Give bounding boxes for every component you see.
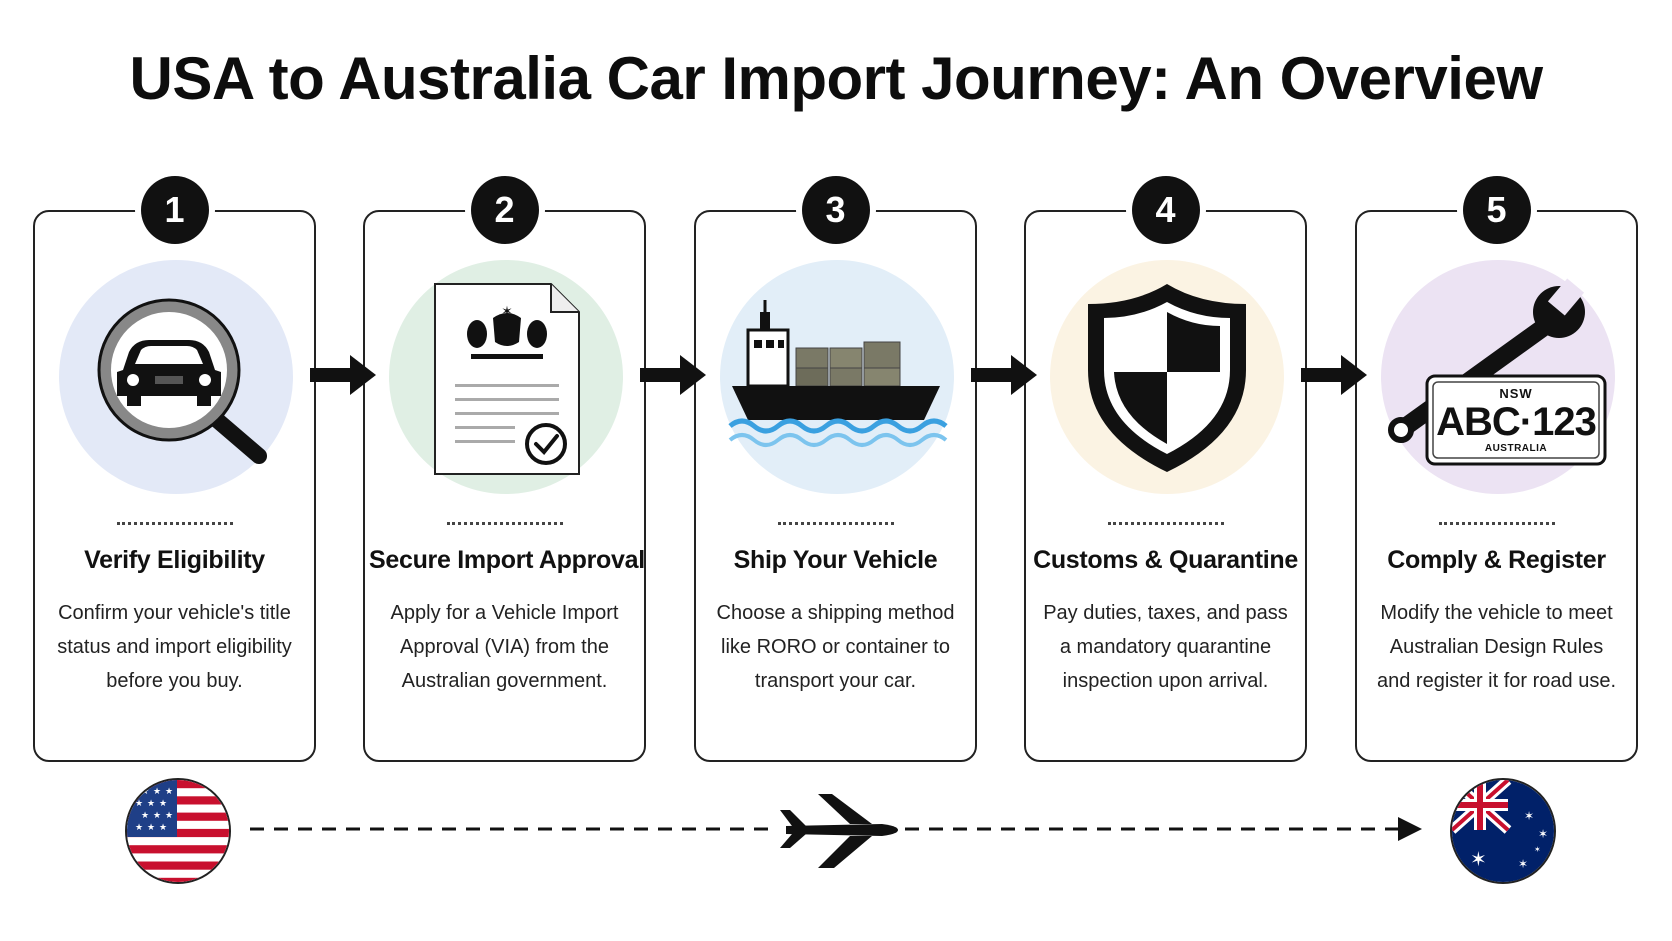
step-title: Verify Eligibility [84, 546, 265, 574]
arrow-right-icon [1301, 355, 1367, 395]
svg-text:★: ★ [153, 811, 161, 821]
svg-text:★: ★ [147, 799, 155, 809]
step-number-badge: 2 [470, 176, 539, 244]
step-description: Pay duties, taxes, and pass a mandatory … [1043, 602, 1288, 692]
dotted-divider [446, 522, 563, 525]
svg-text:★: ★ [153, 787, 161, 797]
svg-text:✶: ✶ [1518, 857, 1528, 871]
step-number-badge: 5 [1462, 176, 1531, 244]
step-description: Apply for a Vehicle Import Approval (VIA… [390, 602, 619, 692]
icon-circle [59, 260, 293, 494]
step-title: Secure Import Approval [369, 546, 645, 574]
plate-country: AUSTRALIA [1484, 443, 1548, 454]
step-description: Confirm your vehicle's title status and … [57, 602, 292, 692]
step-card-verify-eligibility: 1 Verify Eligibility Confirm your vehicl… [33, 176, 316, 762]
step-card-comply-register: 5 NSW ABC·123 AUSTRALIA Comply & Registe… [1355, 176, 1638, 762]
svg-text:✶: ✶ [1470, 847, 1487, 871]
icon-circle [1050, 260, 1284, 494]
cargo-ship-icon [728, 300, 948, 447]
license-plate: NSW ABC·123 AUSTRALIA [1427, 376, 1605, 464]
svg-text:★: ★ [135, 823, 143, 833]
journey-line [250, 794, 1422, 868]
wrench-plate-icon [1388, 278, 1607, 466]
plate-state: NSW [1499, 386, 1533, 401]
dotted-divider [1438, 522, 1555, 525]
svg-text:★: ★ [147, 823, 155, 833]
arrow-right-icon [640, 355, 706, 395]
svg-text:★: ★ [159, 799, 167, 809]
svg-text:★: ★ [159, 823, 167, 833]
svg-text:★: ★ [141, 811, 149, 821]
arrow-right-icon [971, 355, 1037, 395]
svg-text:★: ★ [165, 787, 173, 797]
svg-text:✶: ✶ [1524, 809, 1534, 823]
australia-flag-icon: ✶ ✶ ✶ ✶ ✶ [1450, 778, 1556, 884]
usa-flag-icon: ★ ★ ★ ★ ★ ★ ★ ★ ★ ★ ★ ★ [125, 778, 231, 884]
airplane-icon [780, 794, 898, 868]
step-description: Choose a shipping method like RORO or co… [716, 602, 955, 692]
svg-text:★: ★ [135, 799, 143, 809]
icon-circle: NSW ABC·123 AUSTRALIA [1381, 260, 1615, 494]
dotted-divider [116, 522, 233, 525]
plate-number: ABC·123 [1436, 400, 1597, 444]
step-number-badge: 4 [1131, 176, 1200, 244]
dotted-divider [777, 522, 894, 525]
icon-circle: ✶ [389, 260, 623, 494]
step-title: Customs & Quarantine [1033, 546, 1298, 574]
magnifier-car-icon [97, 298, 267, 464]
approval-document-icon: ✶ [434, 283, 580, 475]
arrowhead-icon [1398, 817, 1422, 841]
step-card-customs-quarantine: 4 Customs & Quarantine Pay duties, taxes… [1024, 176, 1307, 762]
svg-text:★: ★ [141, 787, 149, 797]
svg-text:✶: ✶ [1534, 845, 1541, 854]
svg-text:✶: ✶ [1538, 827, 1548, 841]
icon-circle [720, 260, 954, 494]
shield-icon [1088, 284, 1246, 472]
page-title: USA to Australia Car Import Journey: An … [129, 45, 1543, 112]
step-description: Modify the vehicle to meet Australian De… [1376, 602, 1616, 692]
step-title: Ship Your Vehicle [733, 546, 938, 574]
step-card-import-approval: 2 ✶ Secure Import Approval Apply for a V… [363, 176, 646, 762]
svg-text:✶: ✶ [501, 304, 513, 320]
dotted-divider [1107, 522, 1224, 525]
arrow-right-icon [310, 355, 376, 395]
step-number-badge: 1 [140, 176, 209, 244]
step-card-ship-vehicle: 3 Ship Your Vehicle Choose a shipping me… [694, 176, 977, 762]
step-number-badge: 3 [801, 176, 870, 244]
svg-text:★: ★ [165, 811, 173, 821]
step-title: Comply & Register [1387, 546, 1606, 574]
